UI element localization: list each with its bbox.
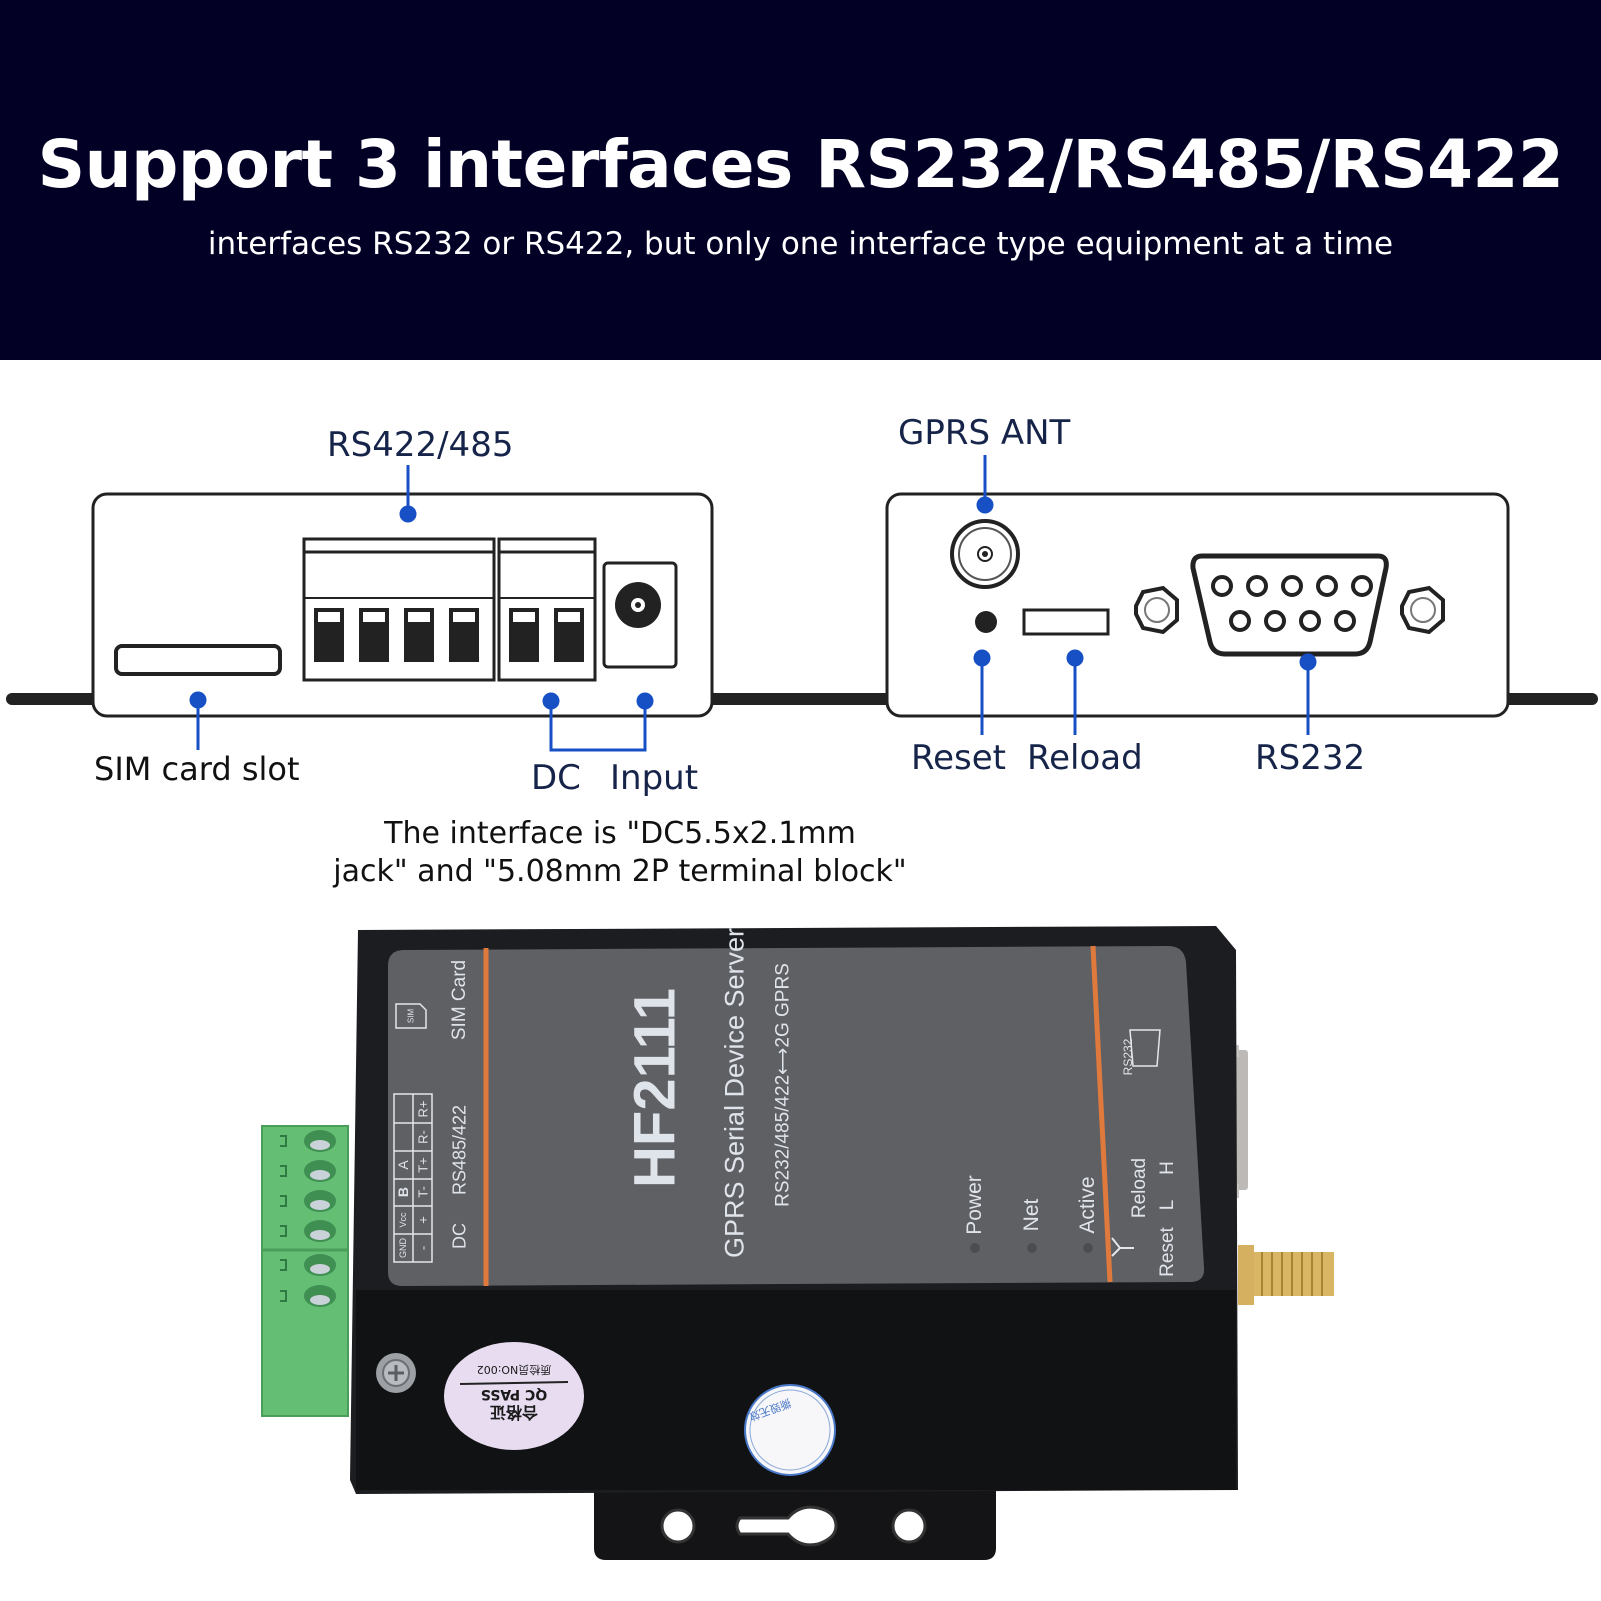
header-banner: Support 3 interfaces RS232/RS485/RS422 i… [0,0,1601,360]
sim-slot-shape [114,644,282,676]
sma-antenna-connector [1238,1245,1334,1305]
bracket-keyhole-slot [735,1505,838,1547]
db9-connector-shape [1134,553,1445,657]
reload-button-shape [1022,608,1110,636]
reset-hole-shape [975,611,997,633]
label-input: Input [610,758,699,798]
bracket-hole-right [891,1508,927,1544]
left-panel-drawing [91,465,714,752]
dc-jack-shape [602,561,678,669]
rs232-db9-icon [1129,1029,1161,1067]
qc-pass-sticker [444,1342,584,1450]
label-rs232: RS232 [1255,738,1366,778]
mounting-bracket [594,1486,996,1560]
sim-icon-outline [395,1003,427,1029]
antenna-glyph-icon [1111,1237,1134,1257]
status-leds [970,1243,1093,1253]
right-panel-drawing [885,455,1510,735]
banner-subtitle: interfaces RS232 or RS422, but only one … [207,226,1394,262]
device-top-label [388,945,1205,1286]
green-terminal-block [261,1125,349,1417]
label-sim-card-slot: SIM card slot [94,750,300,788]
antenna-connector-shape [950,519,1020,589]
accent-stripe-right [1090,945,1113,1283]
ground-screw [376,1353,416,1393]
label-rs422-485: RS422/485 [327,425,514,465]
banner-title: Support 3 interfaces RS232/RS485/RS422 [37,126,1564,203]
label-reload: Reload [1027,738,1143,778]
warranty-seal-sticker [744,1384,836,1476]
terminal-pinout-table [393,1093,433,1263]
interface-note-line2: jack" and "5.08mm 2P terminal block" [333,854,907,889]
terminal-block-2pin [497,537,597,682]
device-photo [261,926,1334,1560]
label-dc: DC [531,758,581,798]
label-gprs-ant: GPRS ANT [898,413,1071,453]
bracket-hole-left [660,1508,696,1544]
interface-note-line1: The interface is "DC5.5x2.1mm [384,816,856,851]
terminal-block-4pin [302,537,496,682]
interface-note: The interface is "DC5.5x2.1mm jack" and … [300,815,940,891]
label-reset: Reset [911,738,1006,778]
port-diagram [6,455,1598,752]
